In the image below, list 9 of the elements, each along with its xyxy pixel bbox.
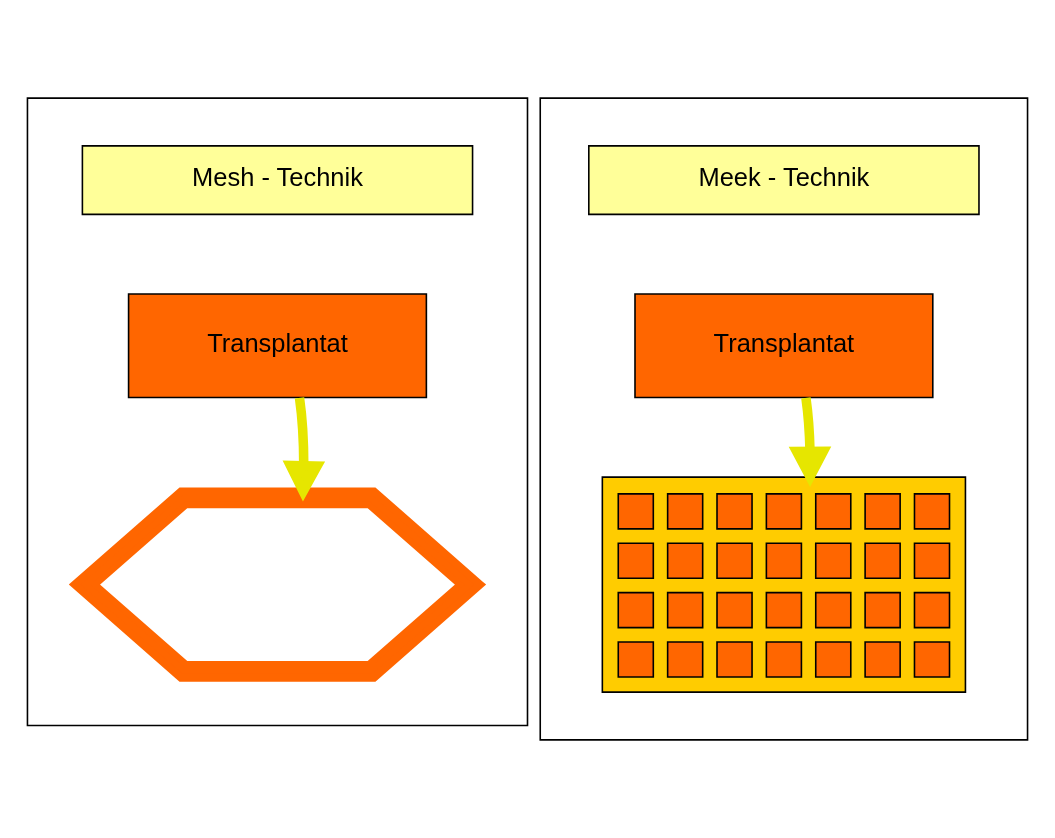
arrow: [788, 397, 832, 488]
cluster: [26, 97, 529, 727]
node-picture: [68, 487, 487, 682]
cluster: [539, 97, 1029, 741]
arrow: [282, 397, 326, 502]
node-box: Transplantat: [127, 293, 428, 399]
node-box: Transplantat: [634, 293, 934, 399]
node-box: Meek - Technik: [588, 145, 980, 216]
node-box: Mesh - Technik: [81, 145, 474, 216]
